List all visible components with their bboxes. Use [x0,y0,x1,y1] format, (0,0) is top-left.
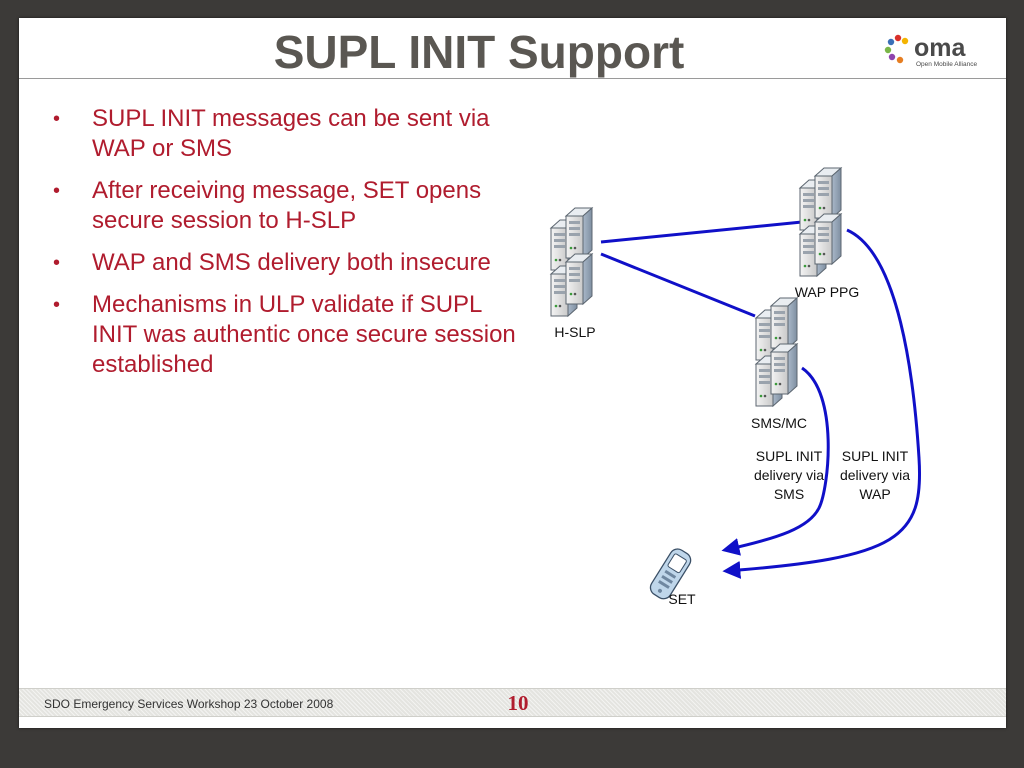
footer-text: SDO Emergency Services Workshop 23 Octob… [44,697,334,711]
svg-text:SUPL INIT: SUPL INIT [842,448,909,464]
set-handset-icon [649,548,692,600]
bullet-dot-icon: • [53,180,61,202]
bullet-list: •SUPL INIT messages can be sent via WAP … [49,104,519,392]
hslp-label: H-SLP [554,324,595,340]
hslp-server-icon [551,208,592,316]
logo-dots-icon [884,34,909,64]
slide: SUPL INIT Support oma Open Mobile Allian… [19,18,1006,728]
logo-tagline: Open Mobile Alliance [916,61,977,68]
sms-delivery-label: SUPL INIT delivery via SMS [754,448,824,502]
set-label: SET [668,591,696,607]
link-smsmc-set [721,366,830,556]
svg-text:SUPL INIT: SUPL INIT [756,448,823,464]
bullet-dot-icon: • [53,294,61,316]
logo-wordmark: oma [914,34,967,62]
bullet-dot-icon: • [53,108,61,130]
bullet-item: •Mechanisms in ULP validate if SUPL INIT… [53,291,516,378]
bullet-item: •After receiving message, SET opens secu… [53,177,482,234]
bullet-item: •SUPL INIT messages can be sent via WAP … [53,105,490,162]
svg-text:WAP: WAP [859,486,890,502]
bullet-dot-icon: • [53,252,61,274]
page-number: 10 [507,691,529,715]
sms-mc-server-icon [756,298,797,406]
wap-ppg-server-icon [800,168,841,276]
title-divider [19,78,1006,79]
wap-delivery-label: SUPL INIT delivery via WAP [840,448,910,502]
footer-bar [19,688,1006,717]
sms-mc-label: SMS/MC [751,415,807,431]
wap-ppg-label: WAP PPG [795,284,860,300]
slide-title: SUPL INIT Support [273,26,685,78]
link-wapppg-set [722,228,922,579]
link-hslp-smsmc [600,252,756,318]
supl-delivery-diagram: H-SLP WAP PPG SMS/MC SET SUPL INIT deliv… [19,18,922,607]
svg-text:SMS: SMS [774,486,804,502]
link-hslp-wapppg [600,220,803,244]
svg-text:delivery via: delivery via [840,467,910,483]
oma-logo: oma Open Mobile Alliance [884,34,977,68]
svg-text:delivery via: delivery via [754,467,824,483]
bullet-item: •WAP and SMS delivery both insecure [53,249,491,276]
